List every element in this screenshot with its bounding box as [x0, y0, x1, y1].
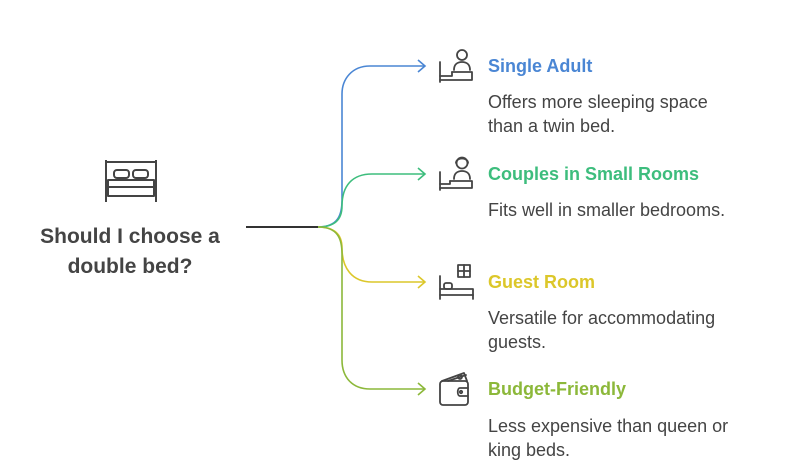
arrowhead-guest-room — [417, 275, 427, 289]
person-in-bed-icon — [439, 49, 473, 83]
branch-connector-budget — [317, 226, 424, 390]
arrowhead-couples — [417, 167, 427, 181]
branch-connector-couples — [317, 173, 424, 228]
branch-desc-line: Fits well in smaller bedrooms. — [488, 200, 726, 220]
branch-desc-line: Offers more sleeping space — [488, 92, 708, 112]
branch-title-budget: Budget-Friendly — [488, 379, 626, 399]
branch-desc-guest-room: Versatile for accommodating guests. — [488, 306, 778, 354]
branch-desc-line: Versatile for accommodating — [488, 308, 716, 328]
branch-desc-line: Less expensive than queen or — [488, 416, 729, 436]
branch-connector-guest-room — [317, 226, 424, 283]
branch-desc-line: than a twin bed. — [488, 116, 616, 136]
branch-title-single-adult: Single Adult — [488, 56, 593, 76]
couple-in-bed-icon — [439, 156, 473, 191]
arrowhead-budget — [417, 382, 427, 396]
root-question-line2: double bed? — [67, 255, 193, 278]
wallet-icon — [439, 372, 469, 406]
branch-desc-line: king beds. — [488, 440, 571, 460]
branch-desc-budget: Less expensive than queen or king beds. — [488, 414, 778, 462]
root-question: Should I choose a double bed? — [20, 222, 240, 282]
arrowhead-single-adult — [417, 59, 427, 73]
branch-connector-single-adult — [317, 65, 424, 228]
guest-bed-icon — [439, 264, 474, 300]
branch-desc-line: guests. — [488, 332, 547, 352]
branch-desc-single-adult: Offers more sleeping space than a twin b… — [488, 90, 778, 138]
root-question-line1: Should I choose a — [40, 225, 220, 248]
branch-title-guest-room: Guest Room — [488, 272, 596, 292]
branch-title-couples: Couples in Small Rooms — [488, 164, 700, 184]
branch-desc-couples: Fits well in smaller bedrooms. — [488, 198, 778, 222]
double-bed-icon — [105, 160, 157, 202]
